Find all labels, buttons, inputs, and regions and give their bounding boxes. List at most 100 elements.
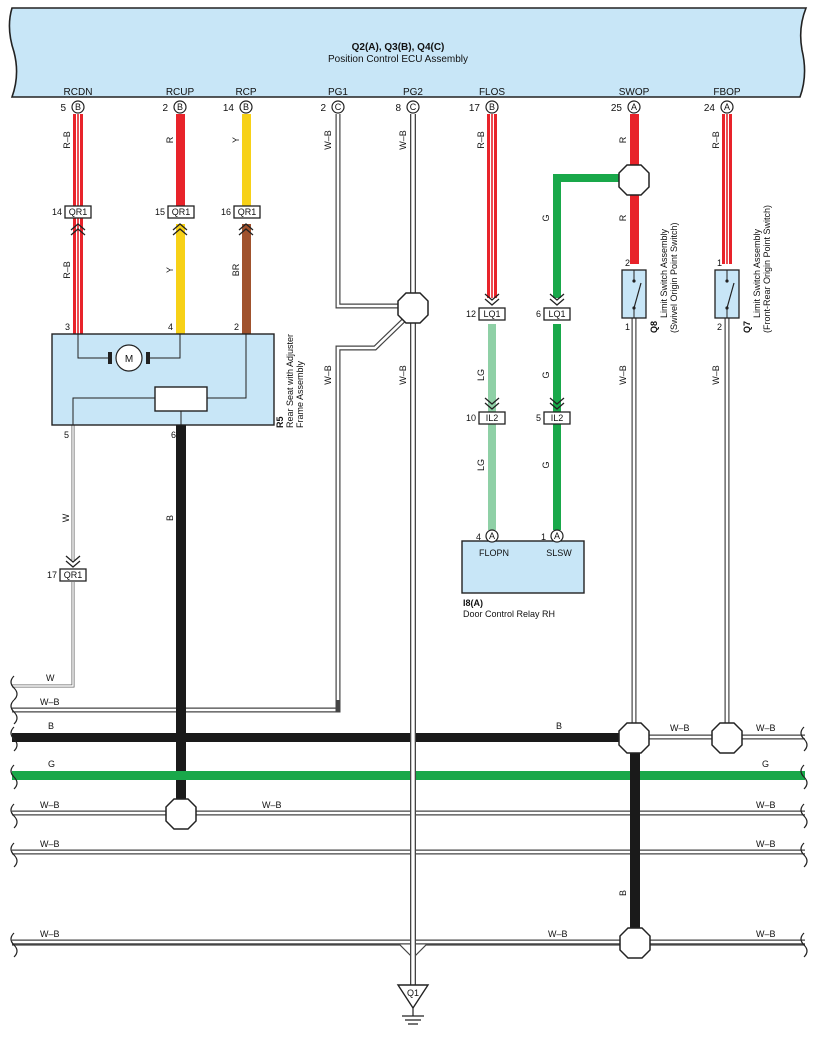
svg-text:B: B [48, 721, 54, 731]
svg-text:W–B: W–B [618, 365, 628, 385]
svg-text:14: 14 [223, 103, 235, 114]
junction-b-swop [618, 722, 650, 754]
pin-label-rcp: RCP [235, 87, 256, 98]
wire-r5-w-lower [12, 582, 75, 688]
svg-text:4: 4 [168, 322, 173, 332]
bus-labels: W W–B B B W–B W–B G G W–B W–B W–B W–B W–… [40, 673, 776, 939]
connector-qr1-14 [64, 205, 92, 236]
wire-rcup-red [176, 114, 185, 206]
svg-text:B: B [489, 102, 495, 112]
svg-text:Y: Y [165, 267, 175, 273]
svg-text:W: W [61, 513, 71, 522]
ecu-box [8, 7, 808, 98]
inline-connectors [59, 205, 571, 582]
svg-text:W–B: W–B [548, 929, 568, 939]
connector-lq1-6 [543, 293, 571, 321]
svg-text:I8(A): I8(A) [463, 598, 483, 608]
svg-text:W–B: W–B [756, 723, 776, 733]
pin-label-pg1: PG1 [328, 87, 348, 98]
svg-text:Q7: Q7 [742, 321, 752, 333]
svg-text:W–B: W–B [323, 365, 333, 385]
wire-rcp-yellow [242, 114, 251, 206]
connector-il2-10 [478, 397, 506, 425]
svg-text:B: B [556, 721, 562, 731]
svg-text:2: 2 [162, 103, 168, 114]
svg-text:2: 2 [717, 322, 722, 332]
rear-seat-r5: M 3 4 2 5 6 [51, 322, 275, 440]
junction-b-wb5 [619, 927, 651, 959]
wire-swop-b [630, 742, 640, 932]
bus-b [12, 733, 622, 742]
connector-qr1-15 [167, 205, 195, 236]
pin-label-pg2: PG2 [403, 87, 423, 98]
junction-wb-q7 [711, 722, 743, 754]
pin-label-swop: SWOP [619, 87, 650, 98]
wire-fbop [722, 114, 732, 264]
svg-text:Limit Switch Assembly: Limit Switch Assembly [752, 228, 762, 318]
ecu-name: Position Control ECU Assembly [328, 54, 468, 65]
terminal-pg1: 2 C [320, 100, 345, 114]
svg-text:B: B [75, 102, 81, 112]
ground-wedge [12, 944, 805, 959]
junction-b-r5 [165, 798, 197, 830]
svg-text:IL2: IL2 [551, 413, 564, 423]
svg-text:R: R [618, 136, 628, 143]
limit-switch-q7: 1 2 [714, 258, 740, 332]
svg-text:M: M [125, 354, 133, 365]
svg-text:LG: LG [476, 459, 486, 471]
limit-switch-q8: 2 1 [621, 258, 647, 332]
svg-text:W–B: W–B [398, 130, 408, 150]
svg-text:C: C [335, 102, 342, 112]
svg-text:R–B: R–B [476, 131, 486, 149]
svg-text:LQ1: LQ1 [548, 309, 565, 319]
svg-text:SLSW: SLSW [546, 548, 572, 558]
svg-text:R: R [165, 136, 175, 143]
limit-switch-q8-label: Q8 Limit Switch Assembly (Swivel Origin … [649, 222, 679, 333]
svg-text:Y: Y [231, 137, 241, 143]
wire-pg1 [335, 114, 400, 309]
pin-label-flos: FLOS [479, 87, 505, 98]
svg-text:W–B: W–B [40, 697, 60, 707]
wire-color-labels: R–B R Y W–B W–B R–B R R–B R–B Y BR LG G … [61, 130, 721, 896]
svg-text:2: 2 [625, 258, 630, 268]
svg-text:FLOPN: FLOPN [479, 548, 509, 558]
svg-text:(Front-Rear Origin Point Switc: (Front-Rear Origin Point Switch) [762, 205, 772, 333]
svg-text:BR: BR [231, 263, 241, 276]
svg-text:G: G [541, 214, 551, 221]
bus-g [12, 771, 805, 780]
svg-text:R: R [618, 214, 628, 221]
svg-text:LQ1: LQ1 [483, 309, 500, 319]
svg-text:W–B: W–B [40, 800, 60, 810]
wire-flos-lg [488, 324, 496, 530]
terminal-fbop: 24 A [704, 100, 734, 114]
svg-text:3: 3 [65, 322, 70, 332]
svg-text:QR1: QR1 [238, 207, 257, 217]
wire-rcup-yellow [176, 224, 185, 334]
svg-text:2: 2 [320, 103, 326, 114]
terminal-swop: 25 A [611, 100, 641, 114]
inline-connector-labels: 14 QR1 15 QR1 16 QR1 12 LQ1 6 LQ1 10 IL2… [47, 207, 566, 580]
pin-label-fbop: FBOP [713, 87, 741, 98]
svg-text:G: G [48, 759, 55, 769]
svg-text:IL2: IL2 [486, 413, 499, 423]
svg-text:Door Control Relay RH: Door Control Relay RH [463, 609, 555, 619]
junction-swop [618, 164, 650, 196]
svg-text:A: A [554, 531, 560, 541]
svg-text:G: G [541, 371, 551, 378]
svg-text:1: 1 [625, 322, 630, 332]
svg-text:14: 14 [52, 207, 62, 217]
wire-g-upper [553, 174, 622, 298]
svg-text:A: A [489, 531, 495, 541]
svg-text:A: A [631, 102, 637, 112]
svg-text:QR1: QR1 [64, 570, 83, 580]
connector-qr1-17 [59, 555, 87, 582]
door-control-relay: 4 A 1 A FLOPN SLSW I8(A) Door Control Re… [461, 529, 585, 619]
svg-text:2: 2 [234, 322, 239, 332]
svg-text:Limit Switch Assembly: Limit Switch Assembly [659, 228, 669, 318]
ecu-id: Q2(A), Q3(B), Q4(C) [352, 42, 445, 53]
ground-triangle-icon [396, 984, 430, 1010]
svg-text:16: 16 [221, 207, 231, 217]
svg-text:6: 6 [536, 309, 541, 319]
svg-text:W: W [46, 673, 55, 683]
